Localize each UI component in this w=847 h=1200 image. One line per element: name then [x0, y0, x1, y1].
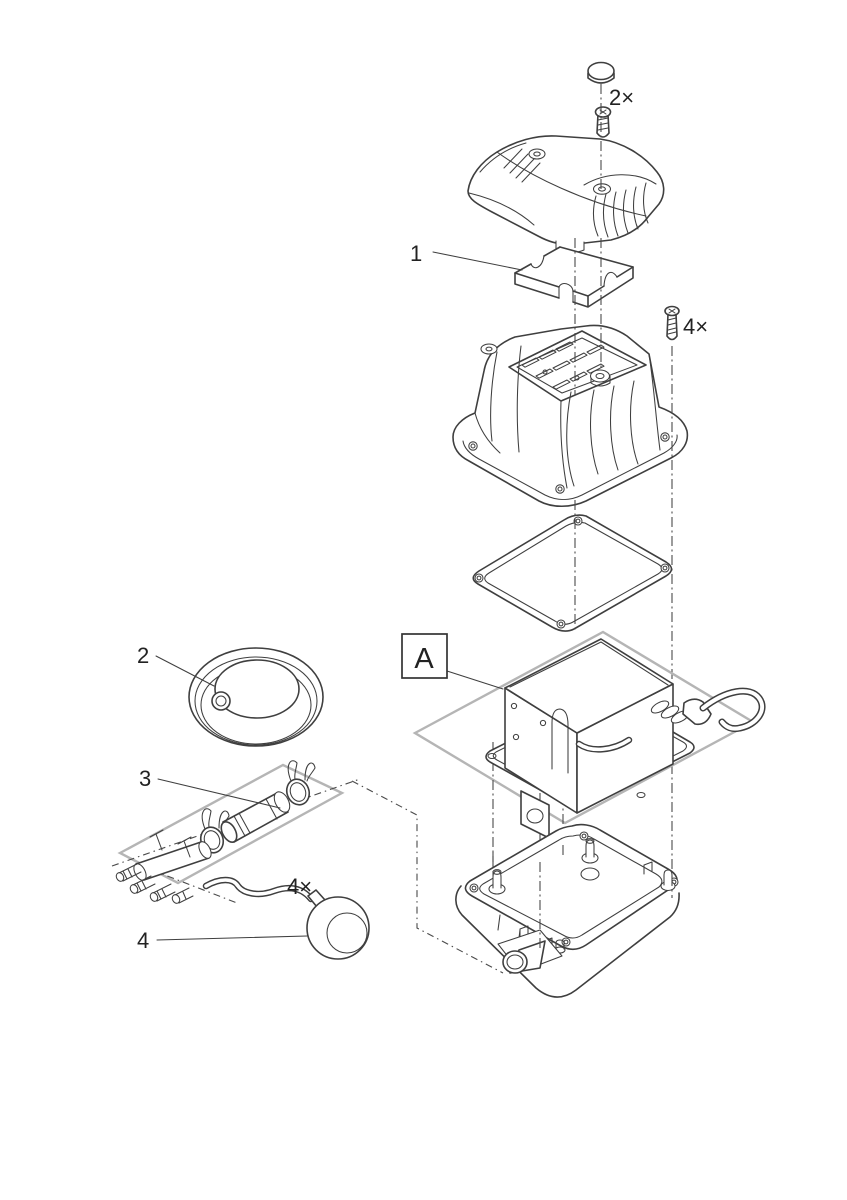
housing-center-boss: [589, 369, 611, 387]
hose-barb: [129, 875, 156, 894]
detail-area-outline: [412, 630, 756, 825]
callout-label-1: 1: [410, 241, 422, 266]
housing-vent-ribs: [566, 353, 661, 487]
outlet-port: [497, 929, 563, 974]
callout-leader-2: [155, 655, 215, 687]
callout-label-2: 2: [137, 643, 149, 668]
hose-barb: [115, 863, 142, 882]
pump-motor-box: [504, 638, 674, 814]
projection-lines-inside-base: [492, 845, 673, 948]
gasket-seal-plate: [472, 514, 673, 632]
cover-vent-slats-left: [503, 148, 541, 183]
foam-filter-part-1: [514, 246, 634, 308]
distributor-manifold: [115, 829, 212, 904]
housing-top-platform: [508, 330, 647, 402]
hose-barb: [149, 883, 176, 902]
air-stone-ball-part-4: [202, 876, 370, 960]
callout-leader-3: [157, 778, 281, 809]
cover-vent-slats-right: [593, 182, 649, 238]
housing-screw-boss: [480, 343, 498, 355]
quantity-label-4x-screws: 4×: [683, 314, 708, 339]
hose-end: [211, 691, 231, 711]
base-corner-holes: [469, 831, 679, 947]
detail-a-label: A: [414, 643, 434, 675]
base-housing: [455, 823, 680, 998]
cover-screw-boss: [528, 148, 546, 160]
rubber-feet: [488, 838, 676, 954]
hose-clamp: [285, 760, 316, 806]
cover-screw-boss: [592, 183, 612, 195]
pump-housing-upper: [452, 324, 689, 508]
short-air-hose: [202, 876, 315, 903]
housing-flange-holes: [468, 432, 670, 494]
quantity-label-4x-hose: 4×: [287, 874, 312, 899]
internal-air-tube: [575, 736, 633, 753]
air-stone-sphere: [306, 896, 370, 960]
housing-screw-4x: [664, 305, 680, 341]
callout-leader-4: [156, 935, 308, 941]
callout-label-4: 4: [137, 928, 149, 953]
detail-a-leader: [446, 670, 504, 690]
hose-barb: [171, 887, 194, 904]
mounting-bracket: [520, 790, 550, 839]
gasket-corner-holes: [474, 516, 670, 629]
connector-kit-part-3: [115, 760, 316, 904]
pump-top-cover: [467, 135, 665, 254]
housing-platform-slots: [521, 341, 605, 390]
detail-a-marker: A: [401, 633, 448, 679]
callout-label-3: 3: [139, 766, 151, 791]
check-valve: [220, 791, 291, 843]
center-lines: [574, 84, 673, 880]
callout-leader-1: [432, 251, 523, 271]
quantity-label-2x: 2×: [609, 85, 634, 110]
callouts: 1 2 3 4 A 2× 4× 4×: [137, 85, 708, 953]
power-cord: [699, 687, 766, 733]
pump-unit-assembly: [485, 638, 766, 839]
air-hose-coil-part-2: [188, 647, 324, 747]
cover-screw: [594, 106, 612, 138]
cover-cap-plug: [587, 61, 615, 84]
